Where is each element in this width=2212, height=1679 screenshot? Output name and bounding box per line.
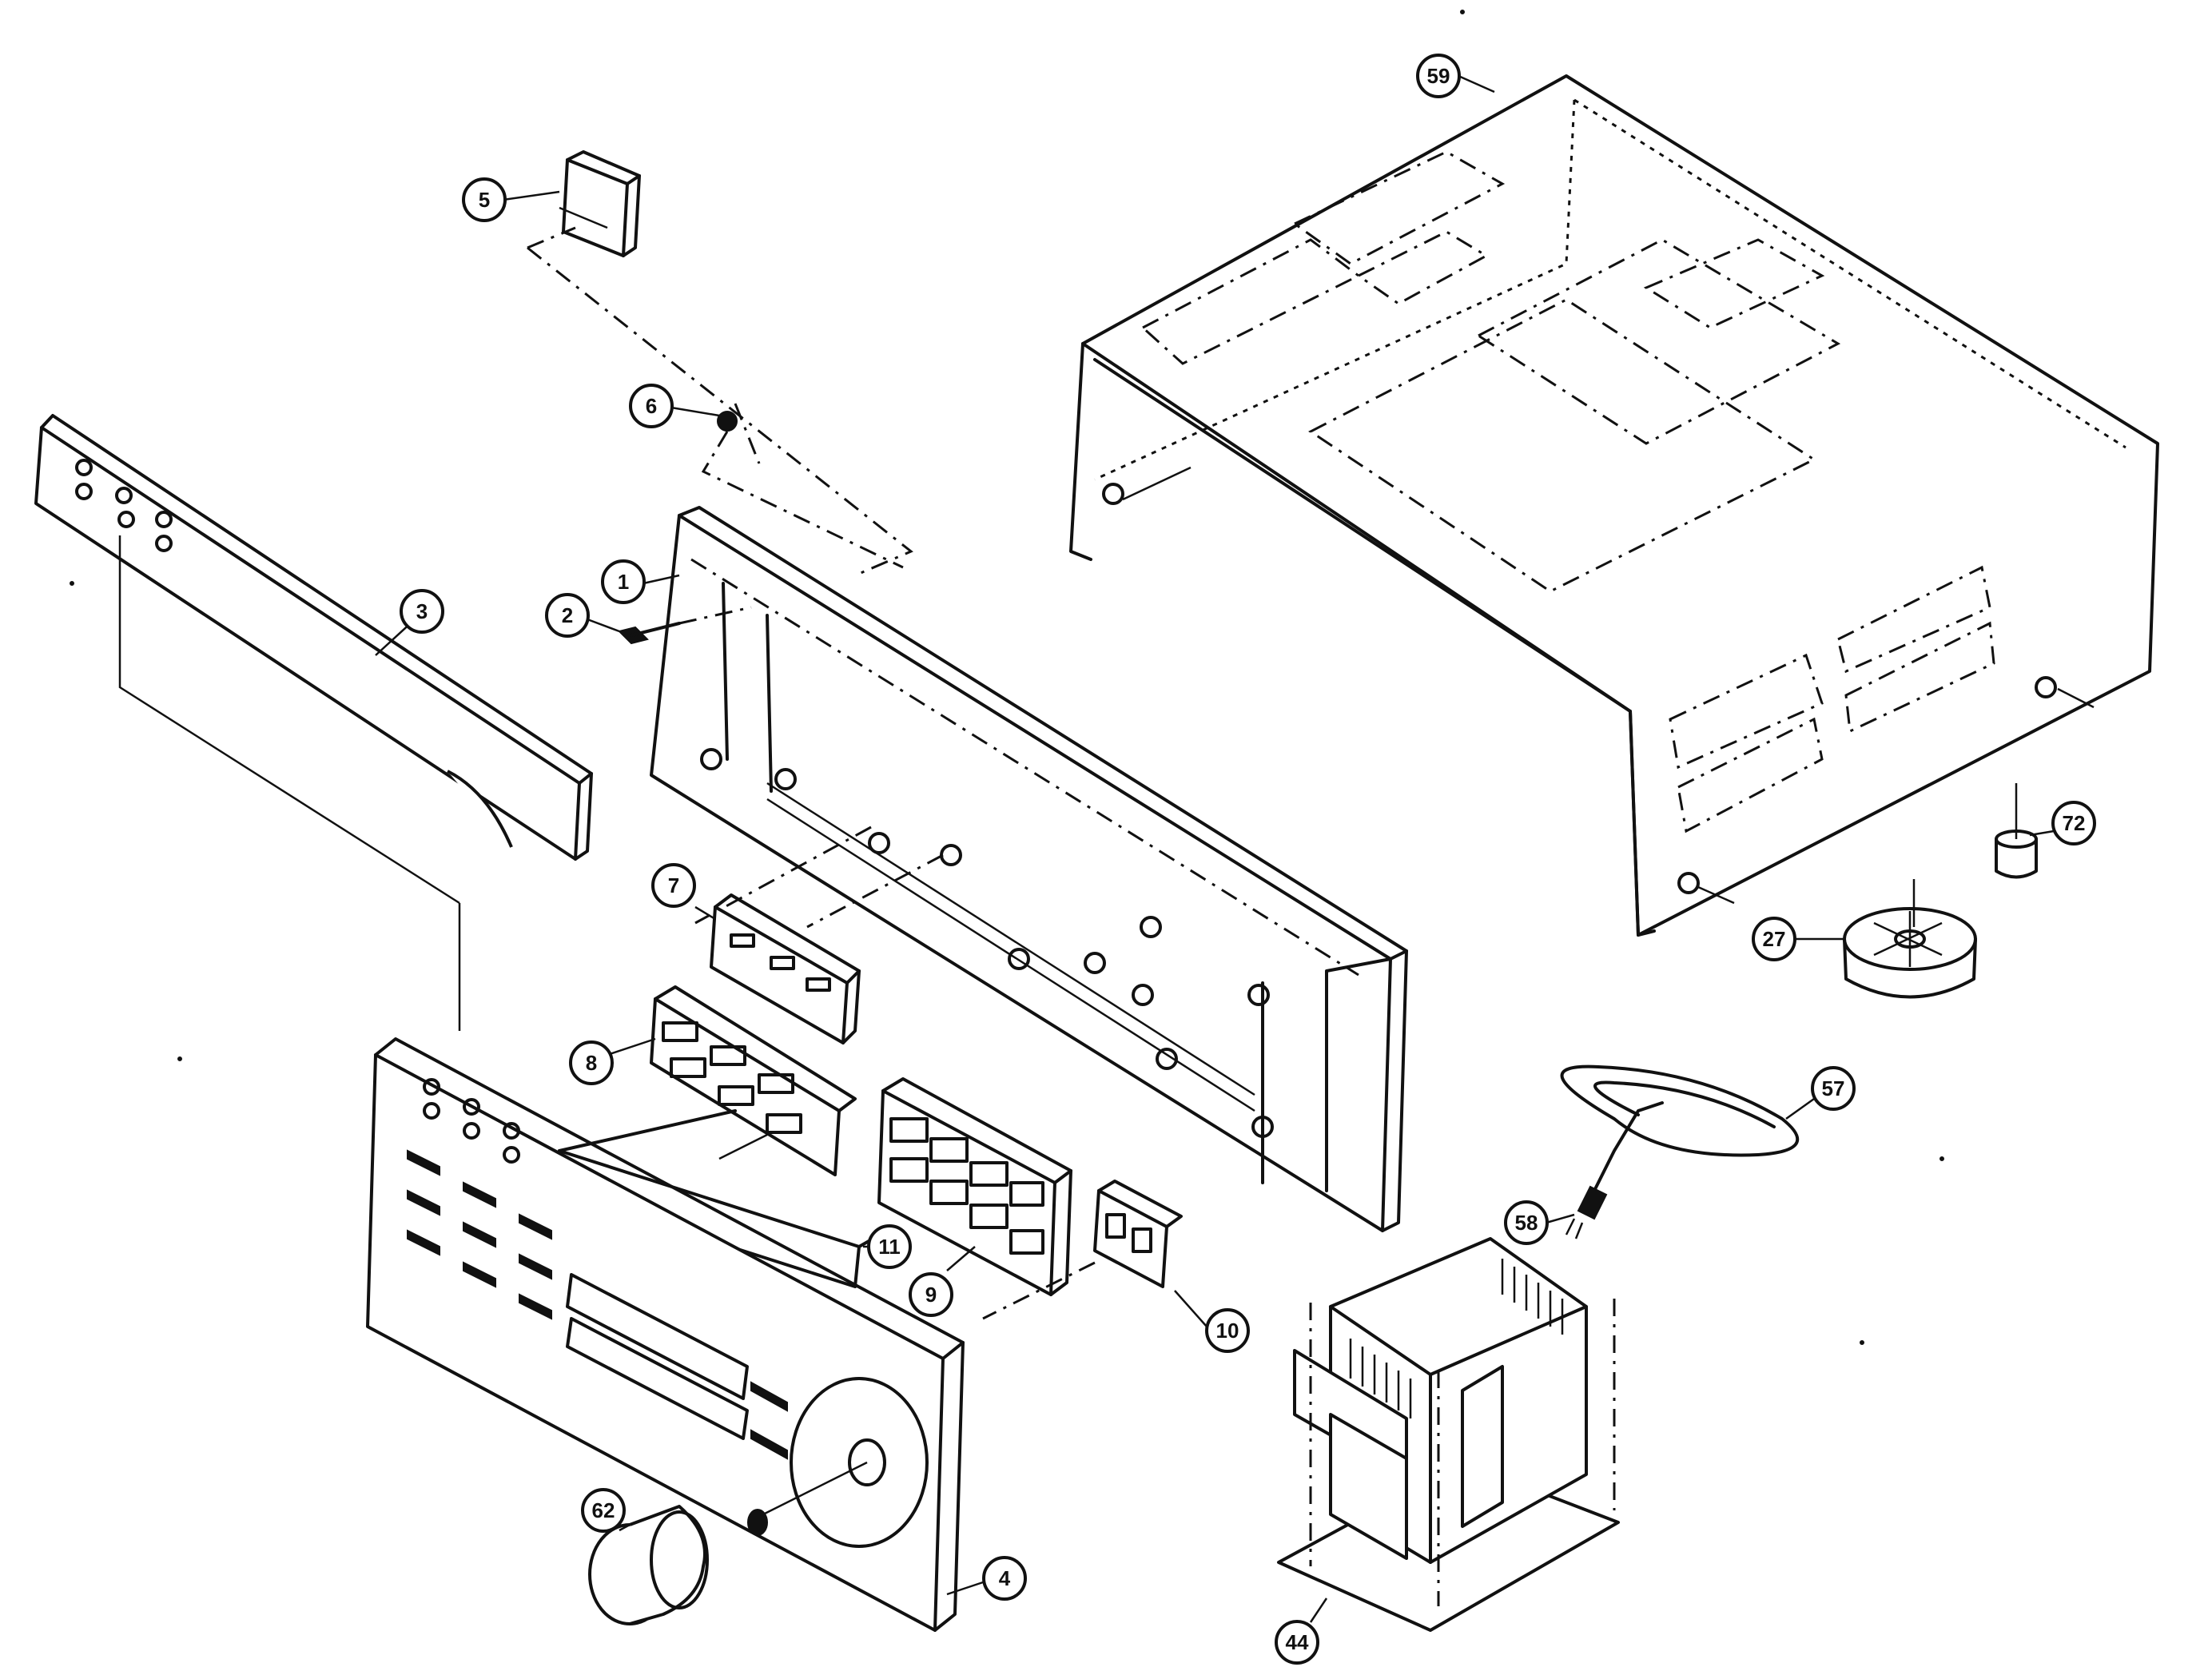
switch-board-part [710, 893, 861, 1044]
front-panel-part [366, 1037, 965, 1632]
scan-specks [70, 10, 1944, 1345]
callout-72: 72 [2051, 801, 2096, 845]
callout-label: 8 [586, 1051, 597, 1075]
callout-59: 59 [1416, 54, 1461, 98]
callout-label: 2 [562, 603, 573, 627]
callout-label: 72 [2063, 811, 2086, 835]
callout-27: 27 [1752, 917, 1796, 961]
callout-label: 10 [1216, 1319, 1239, 1343]
callout-9: 9 [909, 1272, 953, 1317]
callout-label: 27 [1763, 927, 1786, 951]
callout-label: 59 [1427, 64, 1450, 88]
callout-3: 3 [400, 589, 444, 634]
callout-label: 11 [878, 1235, 901, 1259]
screw-part [701, 403, 904, 569]
screw-part [618, 606, 752, 645]
callout-label: 4 [999, 1566, 1011, 1590]
callout-1: 1 [601, 559, 646, 604]
callout-44: 44 [1275, 1620, 1319, 1665]
callout-label: 57 [1822, 1076, 1845, 1100]
callout-label: 6 [646, 394, 657, 418]
switch-board-part [982, 1180, 1183, 1320]
foot-part [1843, 879, 1977, 999]
callout-4: 4 [982, 1556, 1027, 1601]
callout-label: 5 [479, 188, 490, 212]
callout-label: 58 [1515, 1211, 1538, 1235]
callout-5: 5 [462, 177, 507, 222]
callout-label: 9 [925, 1283, 937, 1307]
callout-label: 1 [618, 570, 629, 594]
callout-10: 10 [1205, 1308, 1250, 1353]
callout-57: 57 [1811, 1066, 1856, 1111]
callout-label: 62 [592, 1498, 615, 1522]
transformer-part [1277, 1237, 1620, 1632]
callout-6: 6 [629, 384, 674, 428]
callout-2: 2 [545, 593, 590, 638]
spacer-part [1995, 783, 2038, 879]
power-cord-part [1560, 1064, 1800, 1239]
callout-7: 7 [651, 863, 696, 908]
callout-8: 8 [569, 1040, 614, 1085]
bracket-part [527, 150, 913, 577]
top-cover-part [1069, 74, 2159, 937]
callout-label: 3 [416, 599, 428, 623]
knob-part [588, 1505, 768, 1625]
callout-62: 62 [581, 1488, 626, 1533]
front-chassis-part [650, 506, 1408, 1232]
switch-board-part [650, 985, 857, 1176]
callout-11: 11 [867, 1224, 912, 1269]
decor-panel-part [34, 414, 593, 1031]
callout-label: 7 [668, 873, 679, 897]
switch-board-part [877, 1077, 1072, 1296]
callout-58: 58 [1504, 1200, 1549, 1245]
callout-label: 44 [1286, 1630, 1309, 1654]
